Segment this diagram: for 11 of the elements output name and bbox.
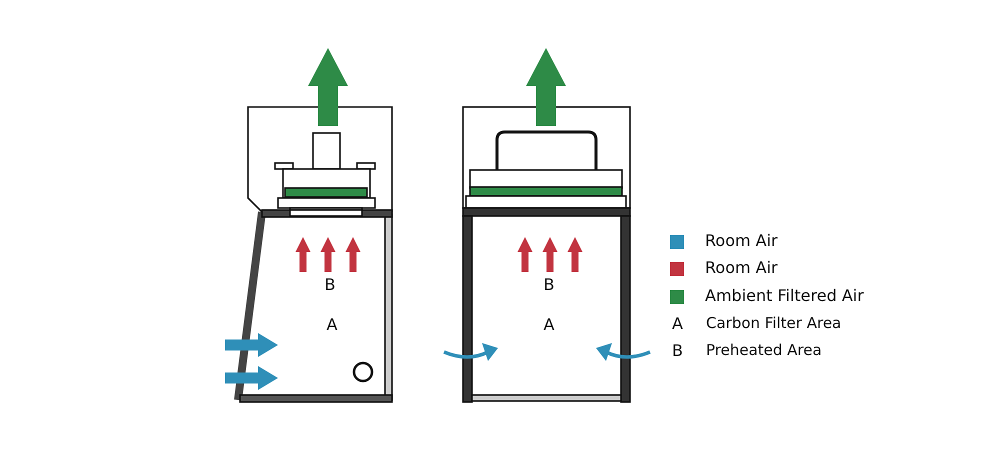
legend-key-letter: A (672, 316, 683, 332)
key-description: Carbon Filter Area (706, 316, 842, 331)
area-letter: A (326, 317, 338, 333)
legend-label: Ambient Filtered Air (705, 288, 864, 304)
legend-label: Room Air (705, 233, 778, 249)
legend-key-letter: B (672, 343, 683, 359)
area-letter: A (544, 317, 554, 333)
area-letter: B (544, 277, 554, 293)
legend-label: Room Air (705, 260, 778, 276)
area-letter: B (324, 277, 336, 293)
key-description: Preheated Area (706, 343, 822, 358)
